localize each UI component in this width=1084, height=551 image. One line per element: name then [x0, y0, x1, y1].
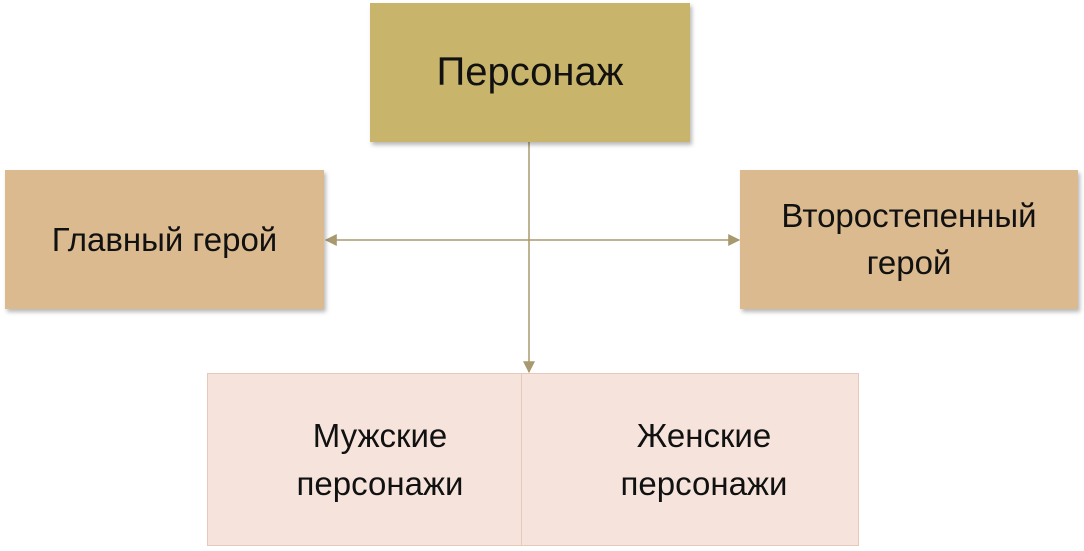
node-character: Персонаж: [370, 3, 690, 142]
node-male-characters: Мужские персонажи: [207, 373, 547, 546]
node-character-label: Персонаж: [436, 50, 624, 94]
node-main-hero: Главный герой: [5, 170, 324, 309]
node-secondary-hero-label: Второстепенный герой: [781, 197, 1037, 281]
node-male-characters-label: Мужские персонажи: [296, 416, 464, 502]
node-secondary-hero: Второстепенный герой: [740, 170, 1078, 309]
node-main-hero-label: Главный герой: [51, 220, 278, 258]
node-female-characters-label: Женские персонажи: [620, 416, 788, 502]
node-female-characters: Женские персонажи: [521, 373, 859, 546]
